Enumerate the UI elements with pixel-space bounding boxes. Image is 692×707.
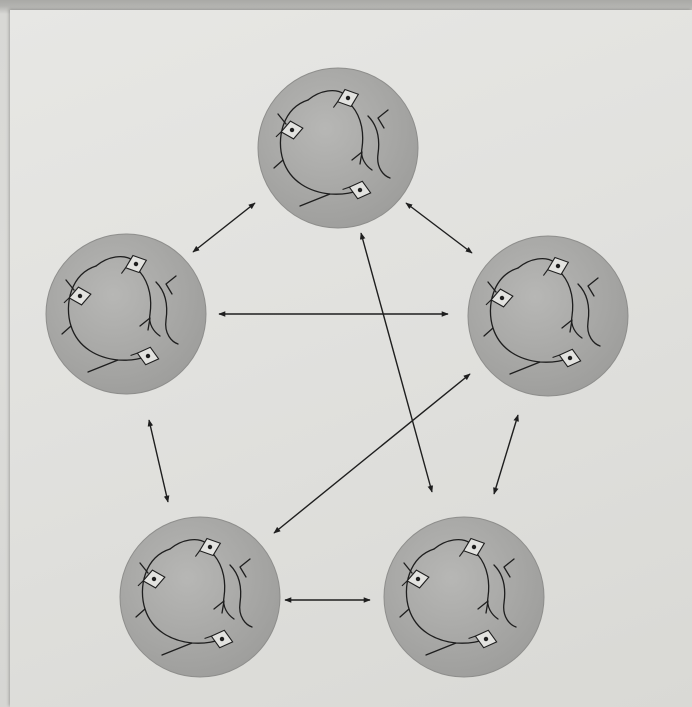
cell-icon (130, 346, 160, 366)
cell-icon (120, 254, 148, 274)
node-bottom-left (119, 516, 281, 678)
cell-icon (194, 537, 222, 557)
node-right (467, 235, 629, 397)
node-bottom-right (383, 516, 545, 678)
node-disc (45, 233, 207, 395)
node-disc (467, 235, 629, 397)
cell-contour (489, 267, 571, 363)
cell-icon (137, 569, 166, 589)
cell-contour (67, 265, 149, 361)
cell-icon (204, 629, 234, 649)
cell-icon (275, 120, 304, 140)
cell-icon (458, 537, 486, 557)
cell-contour (141, 548, 223, 644)
arrow-top-left (192, 202, 256, 253)
connections (147, 202, 519, 603)
cell-icon (485, 288, 514, 308)
arrow-left-bottom-left (147, 419, 170, 503)
node-left (45, 233, 207, 395)
arrow-right-bottom-left (273, 373, 471, 534)
cell-contour (405, 548, 487, 644)
node-disc (383, 516, 545, 678)
node-disc (119, 516, 281, 678)
nodes (45, 67, 629, 678)
cell-icon (401, 569, 430, 589)
cell-contour (279, 99, 361, 195)
node-disc (257, 67, 419, 229)
cell-icon (332, 88, 360, 108)
cell-icon (542, 256, 570, 276)
cell-icon (342, 180, 372, 200)
cell-icon (468, 629, 498, 649)
node-top (257, 67, 419, 229)
arrow-right-bottom-right (493, 414, 519, 495)
cell-icon (552, 348, 582, 368)
arrow-top-right (405, 202, 473, 254)
cell-icon (63, 286, 92, 306)
